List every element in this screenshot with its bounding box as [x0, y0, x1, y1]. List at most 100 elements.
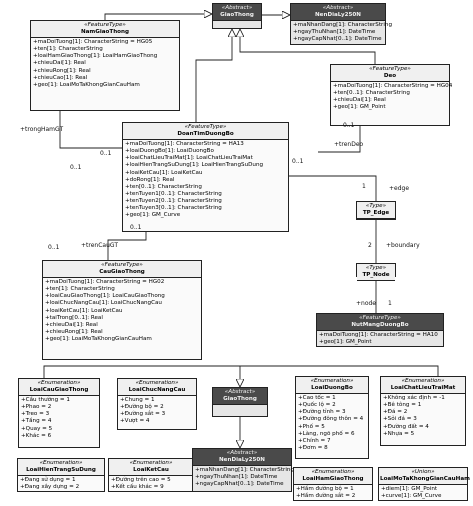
- class-attribute: +taiTrong[0..1]: Real: [45, 314, 103, 321]
- class-attribute: +Vượt = 4: [120, 418, 150, 425]
- class-attribute: +Phố = 5: [298, 423, 325, 430]
- class-attribute: +maNhanDang[1]: CharacterString: [195, 467, 294, 474]
- class-header: «FeatureType»NutMangDuongBo: [317, 314, 443, 332]
- class-stereotype: «Enumeration»: [129, 460, 173, 466]
- class-name: NenDiaLy250N: [315, 11, 361, 18]
- generalization-namgiaothong: [104, 14, 212, 20]
- class-attributes: +maNhanDang[1]: CharacterString+ngayThuN…: [193, 466, 294, 489]
- label-tronghamgt: +trongHamGT: [20, 126, 64, 133]
- class-box-nutmangduongbo: «FeatureType»NutMangDuongBo+maDoiTuong[1…: [316, 313, 444, 347]
- label-mult-tronghamgt: 0..1: [100, 150, 112, 157]
- label-edge: +edge: [389, 185, 410, 192]
- class-attribute: +Đường đất = 4: [383, 423, 429, 430]
- class-attribute: +ten[0..1]: CharacterString: [333, 90, 410, 97]
- class-header: «Abstract»GiaoThong: [213, 4, 261, 22]
- class-attribute: +geo[1]: LoaiMoTaKhongGianCauHam: [45, 335, 152, 342]
- class-attribute: +geo[1]: GM_Curve: [125, 212, 181, 219]
- class-name: LoaiHamGiaoThong: [302, 475, 364, 482]
- class-stereotype: «FeatureType»: [101, 262, 143, 268]
- class-attribute: +loaiKetCau[1]: LoaiKetCau: [125, 169, 203, 176]
- class-attribute: +curve[1]: GM_Curve: [381, 493, 442, 500]
- class-attributes: +Cao tốc = 1+Quốc lộ = 2+Đường tỉnh = 3+…: [296, 394, 368, 453]
- class-attribute: +loaiKetCau[1]: LoaiKetCau: [45, 307, 123, 314]
- class-attribute: +Đang xây dựng = 2: [20, 484, 80, 491]
- class-header: «Enumeration»LoaiKetCau: [109, 459, 193, 477]
- class-attribute: +Không xác định = -1: [383, 395, 445, 402]
- class-box-loaichatlieutraimat: «Enumeration»LoaiChatLieuTraiMat+Không x…: [380, 376, 466, 446]
- class-name: TP_Edge: [362, 209, 390, 216]
- class-attributes: +maNhanDang[1]: CharacterString+ngayThuN…: [291, 21, 392, 44]
- class-attribute: +ten[1]: CharacterString: [33, 46, 103, 53]
- class-stereotype: «Type»: [365, 203, 387, 209]
- class-name: Deo: [383, 72, 397, 79]
- class-attribute: +Đơm = 8: [298, 444, 328, 451]
- class-attribute: +Đá = 2: [383, 409, 408, 416]
- class-name: TP_Node: [362, 271, 390, 278]
- class-attribute: +Chung = 1: [120, 397, 155, 404]
- class-attribute: +chieuRong[1]: Real: [33, 67, 91, 74]
- class-attribute: +doRong[1]: Real: [125, 176, 175, 183]
- class-stereotype: «FeatureType»: [184, 124, 227, 130]
- class-attribute: +Quốc lộ = 2: [298, 402, 336, 409]
- class-attribute: +ten[0..1]: CharacterString: [125, 183, 202, 190]
- class-attribute: +Làng, ngõ phố = 6: [298, 430, 355, 437]
- label-trencaugt: +trenCauGT: [81, 242, 118, 249]
- label-mult-edge: 1: [362, 183, 366, 190]
- class-attribute: +Hầm đường sắt = 2: [296, 493, 356, 500]
- class-stereotype: «Abstract»: [322, 5, 354, 11]
- label-trendeo: +trenDeo: [334, 141, 364, 148]
- class-stereotype: «Abstract»: [226, 450, 258, 456]
- class-box-loaichucnangcau: «Enumeration»LoaiChucNangCau+Chung = 1+Đ…: [117, 378, 197, 430]
- class-stereotype: «Enumeration»: [311, 469, 355, 475]
- class-attribute: +chieuCao[1]: Real: [33, 74, 88, 81]
- class-stereotype: «Abstract»: [224, 389, 256, 395]
- class-box-namgiaothong: «FeatureType»NamGiaoThong+maDoiTuong[1]:…: [30, 20, 180, 111]
- class-attribute: +geo[1]: LoaiMoTaKhongGianCauHam: [33, 81, 140, 88]
- class-box-doantimduongbo: «FeatureType»DoanTimDuongBo+maDoiTuong[1…: [122, 122, 289, 232]
- class-attribute: +chieuRong[1]: Real: [45, 328, 103, 335]
- class-attributes: +Đang sử dụng = 1+Đang xây dựng = 2: [18, 476, 104, 492]
- class-name: NamGiaoThong: [80, 28, 130, 35]
- class-attributes: +maDoiTuong[1]: CharacterString = HG04+t…: [331, 82, 453, 112]
- class-attributes: +maDoiTuong[1]: CharacterString = HG02+t…: [43, 278, 201, 344]
- class-box-loaimotakhonggiancauham: «Union»LoaiMoTaKhongGianCauHam+diem[1]: …: [378, 467, 470, 501]
- class-attributes: +Cầu thường = 1+Phao = 2+Treo = 3+Tầng =…: [19, 396, 99, 441]
- class-attribute: +Đường tỉnh = 3: [298, 409, 346, 416]
- class-attribute: +chieuDai[1]: Real: [333, 97, 386, 104]
- class-header: «Enumeration»LoaiChucNangCau: [118, 379, 196, 397]
- class-attribute: +Bê tông = 1: [383, 402, 422, 409]
- class-box-deo: «FeatureType»Deo+maDoiTuong[1]: Characte…: [330, 64, 453, 126]
- class-name: LoaiChatLieuTraiMat: [390, 384, 456, 391]
- class-attribute: +Đường bộ = 2: [120, 404, 164, 411]
- class-attributes: +maDoiTuong[1]: CharacterString = HG05+t…: [31, 38, 179, 90]
- class-attribute: +diem[1]: GM_Point: [381, 486, 438, 493]
- class-attribute: +geo[1]: GM_Point: [333, 104, 386, 111]
- class-attribute: +maDoiTuong[1]: CharacterString = HG04: [333, 83, 453, 90]
- class-stereotype: «Union»: [411, 469, 435, 475]
- class-attribute: +Đường sắt = 3: [120, 411, 166, 418]
- class-header: «Type»TP_Node: [357, 264, 395, 282]
- class-box-tp-node: «Type»TP_Node: [356, 263, 396, 282]
- assoc-tronghamgt: [59, 111, 122, 149]
- class-header: «Enumeration»LoaiHienTrangSuDung: [18, 459, 104, 477]
- class-name: NenDiaLy250N: [219, 456, 265, 463]
- class-box-loaiketcau: «Enumeration»LoaiKetCau+Đường trên cao =…: [108, 458, 194, 492]
- class-attribute: +ten[1]: CharacterString: [45, 286, 115, 293]
- class-attribute: +Hầm đường bộ = 1: [296, 486, 354, 493]
- class-attribute: +chieuDai[1]: Real: [45, 321, 98, 328]
- generalization-deo: [240, 29, 376, 64]
- class-header: «FeatureType»NamGiaoThong: [31, 21, 179, 39]
- class-attributes: +Đường trên cao = 5+Kết cấu khác = 9: [109, 476, 193, 492]
- class-attribute: +tenTuyen2[0..1]: CharacterString: [125, 197, 222, 204]
- class-stereotype: «FeatureType»: [84, 22, 126, 28]
- class-name: LoaiHienTrangSuDung: [26, 466, 96, 473]
- class-name: DoanTimDuongBo: [177, 130, 234, 137]
- class-name: NutMangDuongBo: [351, 321, 409, 328]
- class-stereotype: «Enumeration»: [135, 380, 179, 386]
- class-attribute: +ngayCapNhat[0..1]: DateTime: [293, 36, 382, 43]
- label-node: +node: [356, 300, 377, 307]
- class-header: «Enumeration»LoaiChatLieuTraiMat: [381, 377, 465, 395]
- class-attribute: +Kết cấu khác = 9: [111, 484, 164, 491]
- label-boundary: +boundary: [386, 242, 420, 249]
- class-attribute: +Đường trên cao = 5: [111, 477, 171, 484]
